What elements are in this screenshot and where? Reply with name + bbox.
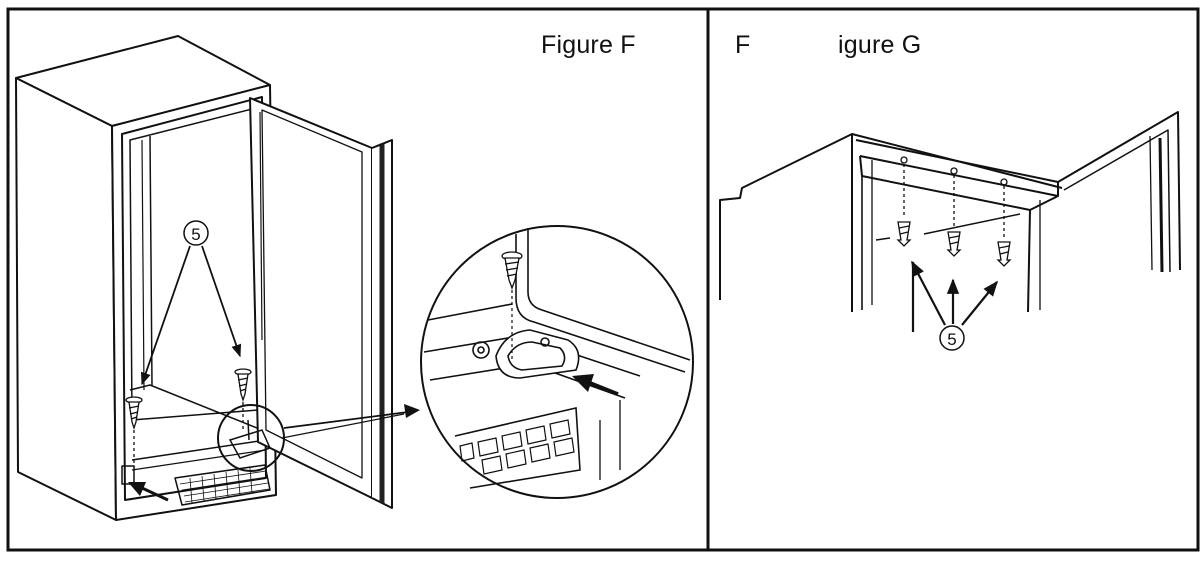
- figure-g-title-part2: igure G: [838, 31, 922, 59]
- figure-g-screw-right: [996, 186, 1012, 267]
- figure-f-bottom-arrow: [128, 482, 169, 502]
- figure-f-screw-right: [234, 368, 252, 430]
- figure-f-callout: 5: [183, 220, 209, 246]
- figure-g-title-part1: F: [735, 31, 751, 59]
- figure-g-screw-left: [896, 164, 912, 247]
- figure-f-zoom-source-detail: [228, 419, 272, 459]
- figure-f-callout-arrows: [140, 245, 242, 386]
- figure-f-callout-label: 5: [191, 225, 200, 244]
- figure-f-screw-left: [125, 396, 143, 465]
- figure-g-screw-middle: [946, 175, 962, 257]
- figure-f-magnified-screw: [501, 251, 523, 290]
- figure-g-callout-label: 5: [947, 330, 956, 349]
- figure-f-zoom-pointer: [281, 404, 420, 439]
- outer-border: [6, 7, 1200, 552]
- figure-f-magnified-arrow: [572, 374, 619, 396]
- figure-g-callout: 5: [939, 325, 965, 351]
- figure-g-callout-arrows: [911, 260, 998, 332]
- figure-g-cabinet: [719, 111, 1181, 313]
- figure-f-callout-circle: [183, 220, 209, 246]
- figure-g-callout-circle: [939, 325, 965, 351]
- figure-f-cabinet: [15, 35, 393, 521]
- figure-f-magnified-view: [420, 225, 694, 499]
- figure-f-title: Figure F: [541, 31, 636, 59]
